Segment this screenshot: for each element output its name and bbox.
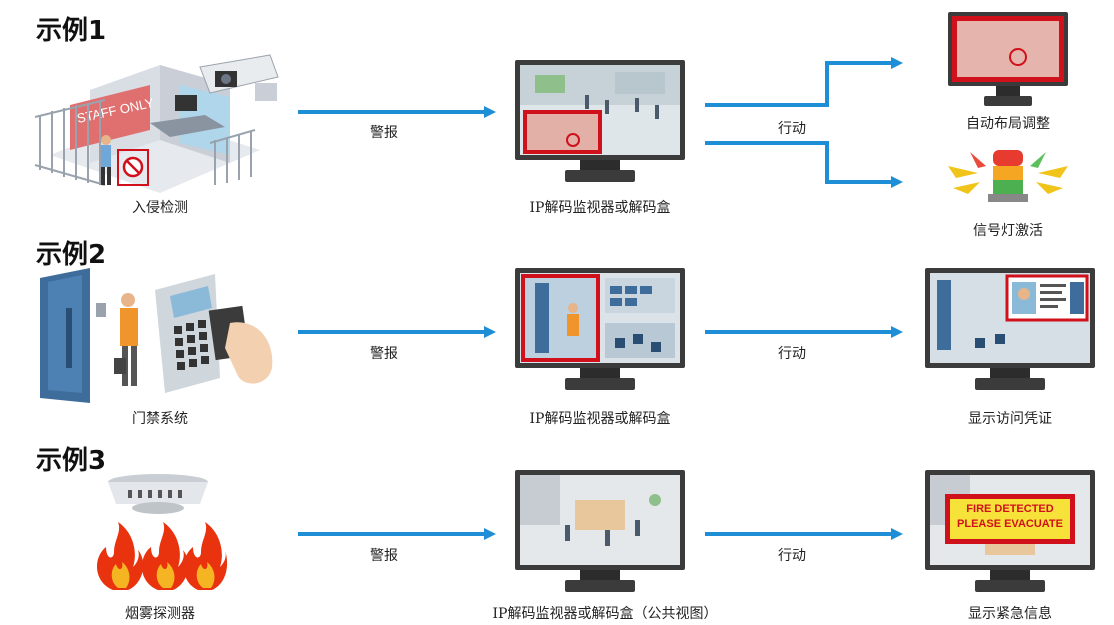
alert-arrow-2 <box>298 326 496 338</box>
result-monitor-alert-icon <box>948 12 1068 106</box>
result-monitor-credential-icon <box>925 268 1095 390</box>
example-3-title: 示例3 <box>36 446 107 476</box>
fire-message-line-2: PLEASE EVACUATE <box>957 518 1063 530</box>
alert-arrow-3 <box>298 528 496 540</box>
monitor-icon-3 <box>515 470 685 592</box>
action-arrow-3 <box>705 528 903 540</box>
monitor-icon-1 <box>515 60 685 182</box>
fire-message-line-1: FIRE DETECTED <box>966 503 1054 515</box>
monitor-label-1: IP解码监视器或解码盒 <box>529 200 671 216</box>
example-2-title: 示例2 <box>36 240 107 270</box>
result-monitor-fire-icon: FIRE DETECTED PLEASE EVACUATE <box>925 470 1095 600</box>
smoke-detector-icon <box>96 474 228 590</box>
monitor-label-2: IP解码监视器或解码盒 <box>529 411 671 427</box>
action-arrow-1 <box>705 57 903 188</box>
alert-label-1: 警报 <box>370 125 398 141</box>
result-label-1a: 自动布局调整 <box>966 116 1050 132</box>
result-label-1b: 信号灯激活 <box>973 223 1043 239</box>
result-label-2: 显示访问凭证 <box>968 411 1052 427</box>
alert-label-2: 警报 <box>370 346 398 362</box>
action-arrow-2 <box>705 326 903 338</box>
intrusion-scene-icon: STAFF ONLY <box>34 54 279 193</box>
source-label-1: 入侵检测 <box>132 200 188 216</box>
signal-light-icon <box>948 150 1068 202</box>
source-label-2: 门禁系统 <box>132 411 188 427</box>
alert-arrow-1 <box>298 106 496 118</box>
example-1-title: 示例1 <box>36 16 107 46</box>
action-label-3: 行动 <box>778 548 806 564</box>
result-label-3: 显示紧急信息 <box>968 606 1052 622</box>
source-label-3: 烟雾探测器 <box>125 606 195 622</box>
monitor-label-3: IP解码监视器或解码盒（公共视图） <box>492 606 718 622</box>
alert-label-3: 警报 <box>370 548 398 564</box>
access-control-icon <box>40 268 273 403</box>
monitor-icon-2 <box>515 268 685 390</box>
action-label-1: 行动 <box>778 121 806 137</box>
action-label-2: 行动 <box>778 346 806 362</box>
